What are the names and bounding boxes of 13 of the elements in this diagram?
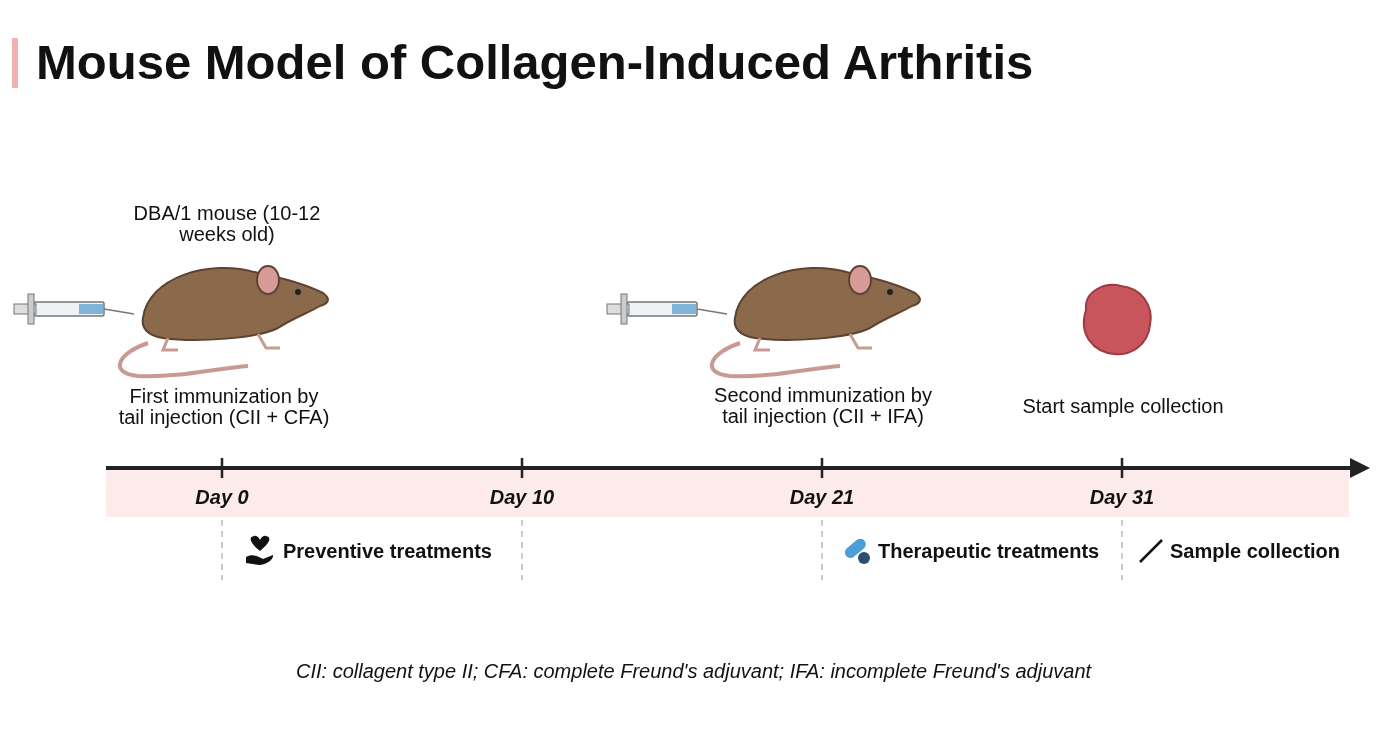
day-label: Day 10 (489, 486, 555, 509)
annotation-text: DBA/1 mouse (10-12 weeks old) (132, 203, 322, 245)
day-label: Day 31 (1089, 486, 1155, 509)
annotation-text: First immunization by tail injection (CII + CFA) (117, 386, 331, 428)
annotation-text: Second immunization by tail injection (CII + IFA) (713, 385, 933, 427)
treatment-label: Preventive treatments (283, 540, 492, 563)
annotation-text: Start sample collection (1021, 396, 1225, 417)
title: Mouse Model of Collagen-Induced Arthritis (36, 34, 1034, 90)
treatment-label: Therapeutic treatments (878, 540, 1100, 563)
day-label: Day 21 (789, 486, 855, 509)
caption: CII: collagent type II; CFA: complete Freund's adjuvant; IFA: incomplete Freund's adjuvant (296, 660, 1092, 683)
treatment-label: Sample collection (1170, 540, 1341, 563)
day-label: Day 0 (195, 486, 249, 509)
